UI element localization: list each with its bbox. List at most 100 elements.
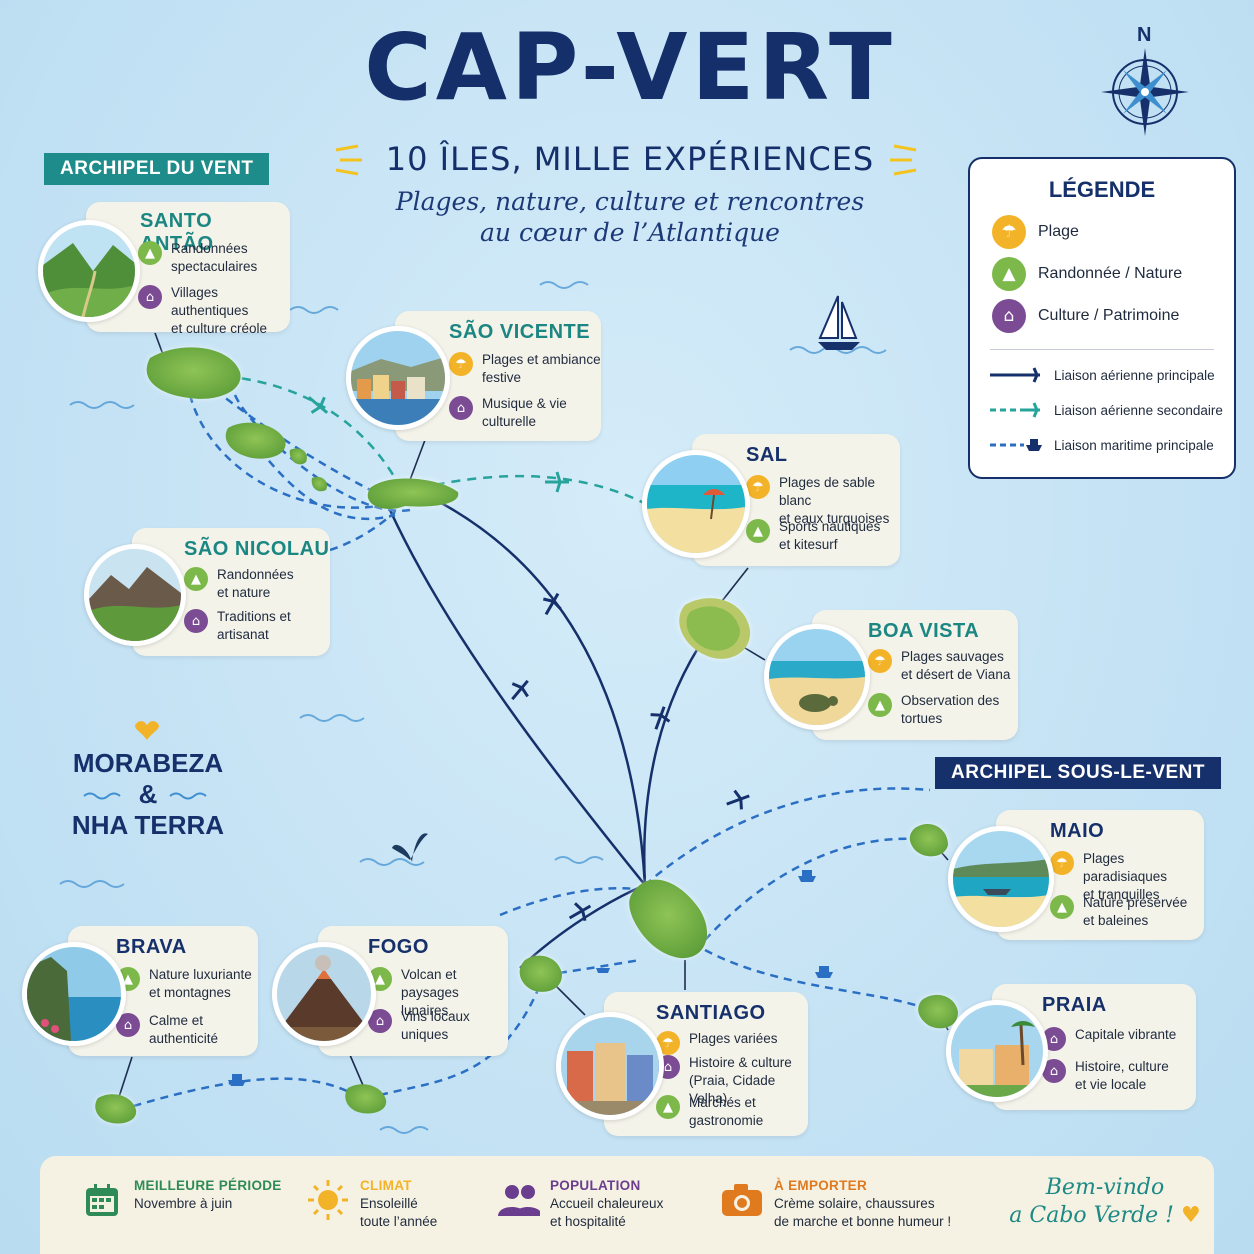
island-feature: ▲Nature luxuriante et montagnes	[116, 966, 252, 1002]
tagline-line: Plages, nature, culture et rencontres	[395, 187, 865, 216]
museum-icon: ⌂	[992, 299, 1026, 333]
umbrella-icon: ☂	[992, 215, 1026, 249]
footer-heading: POPULATION	[550, 1178, 641, 1193]
camera-icon	[720, 1178, 764, 1222]
museum-icon: ⌂	[449, 396, 473, 420]
footer-text: Novembre à juin	[134, 1196, 233, 1211]
umbrella-icon: ☂	[746, 475, 770, 499]
island-feature: ⌂Traditions et artisanat	[184, 608, 291, 644]
island-photo-boa-vista	[764, 624, 870, 730]
fogo-south-island	[345, 1084, 387, 1114]
footer-text: Ensoleillé toute l’année	[360, 1196, 438, 1229]
island-photo-sal	[642, 450, 750, 558]
page-title: CAP-VERT	[364, 14, 896, 121]
welcome-message: Bem-vindo a Cabo Verde ! ♥	[1000, 1174, 1210, 1230]
santa-luzia-island	[289, 448, 328, 492]
slogan-waves	[83, 792, 207, 800]
island-name: MAIO	[1050, 820, 1105, 842]
secondary-air-routes	[209, 373, 649, 507]
island-photo-maio	[948, 826, 1054, 932]
island-feature: ☂Plages de sable blanc et eaux turquoise…	[746, 474, 900, 528]
praia-island	[918, 994, 958, 1029]
sailboat-icon	[818, 295, 860, 350]
mountain-icon: ▲	[992, 257, 1026, 291]
footer-item-population: POPULATION Accueil chaleureux et hospita…	[496, 1178, 663, 1231]
sun-icon	[306, 1178, 350, 1222]
heart-icon	[135, 721, 159, 740]
museum-icon: ⌂	[138, 285, 162, 309]
island-feature: ▲Volcan et paysages lunaires	[368, 966, 508, 1020]
tagline-line: au cœur de l’Atlantique	[480, 218, 780, 248]
island-feature: ☂Plages et ambiance festive	[449, 351, 601, 387]
island-feature: ⌂Musique & vie culturelle	[449, 395, 567, 431]
legend-item-culture: ⌂ Culture / Patrimoine	[992, 299, 1179, 333]
slogan-line: &	[138, 779, 158, 809]
island-feature: ⌂Villages authentiques et culture créole	[138, 284, 290, 338]
mountain-icon: ▲	[656, 1095, 680, 1119]
legend-label: Liaison maritime principale	[1054, 437, 1214, 453]
island-feature: ⌂Capitale vibrante	[1042, 1026, 1176, 1051]
footer-info-bar: MEILLEURE PÉRIODE Novembre à juin CLIMAT…	[40, 1156, 1214, 1254]
footer-item-best-period: MEILLEURE PÉRIODE Novembre à juin	[80, 1178, 282, 1222]
island-feature: ▲Randonnées et nature	[184, 566, 294, 602]
legend-divider	[990, 349, 1214, 350]
footer-text: Crème solaire, chaussures de marche et b…	[774, 1196, 952, 1229]
island-photo-santo-antao	[38, 220, 140, 322]
whale-tail-icon	[392, 833, 428, 862]
legend-item-beach: ☂ Plage	[992, 215, 1079, 249]
brava-island	[95, 1094, 137, 1124]
island-name: BOA VISTA	[868, 620, 980, 642]
island-photo-praia	[946, 1000, 1048, 1102]
museum-icon: ⌂	[184, 609, 208, 633]
calendar-icon	[80, 1178, 124, 1222]
island-photo-fogo	[272, 942, 376, 1046]
island-feature: ▲Observation des tortues	[868, 692, 999, 728]
legend-route-sea: Liaison maritime principale	[990, 435, 1214, 455]
island-name: PRAIA	[1042, 994, 1107, 1016]
island-photo-sao-vicente	[346, 326, 450, 430]
santo-antao-island	[146, 347, 241, 399]
footer-text: Accueil chaleureux et hospitalité	[550, 1196, 664, 1229]
santiago-island	[629, 879, 708, 959]
welcome-line: Bem-vindo	[1045, 1175, 1165, 1200]
umbrella-icon: ☂	[868, 649, 892, 673]
footer-heading: À EMPORTER	[774, 1178, 868, 1193]
plane-icons	[307, 396, 750, 922]
island-feature: ☂Plages paradisiaques et tranquilles	[1050, 850, 1204, 904]
legend-item-hike: ▲ Randonnée / Nature	[992, 257, 1182, 291]
ferry-icon	[990, 439, 1042, 451]
legend-label: Culture / Patrimoine	[1038, 307, 1180, 324]
island-card-sao-nicolau: SÃO NICOLAU ▲Randonnées et nature ⌂Tradi…	[132, 528, 330, 656]
maio-island	[909, 824, 948, 857]
slogan-line: NHA TERRA	[71, 810, 225, 840]
island-name: SÃO VICENTE	[449, 321, 591, 343]
island-feature: ▲Nature préservée et baleines	[1050, 894, 1187, 930]
legend-title: LÉGENDE	[1048, 177, 1156, 202]
heart-icon: ♥	[1181, 1203, 1201, 1228]
island-name: SÃO NICOLAU	[184, 538, 330, 560]
sao-vicente-island	[225, 422, 286, 459]
island-feature: ⌂Vins locaux uniques	[368, 1008, 470, 1044]
subtitle-decoration	[335, 144, 917, 176]
archipelago-sotavento-ribbon: ARCHIPEL SOUS-LE-VENT	[935, 757, 1222, 789]
sea-routes	[119, 389, 931, 1112]
slogan-line: MORABEZA	[72, 748, 224, 778]
legend-label: Liaison aérienne secondaire	[1054, 402, 1223, 418]
island-feature: ▲Marchés et gastronomie	[656, 1094, 763, 1130]
island-feature: ⌂Histoire, culture et vie locale	[1042, 1058, 1169, 1094]
island-feature: ▲Sports nautiques et kitesurf	[746, 518, 880, 554]
island-name: SAL	[746, 444, 788, 466]
plane-icon	[990, 367, 1040, 383]
legend-label: Liaison aérienne principale	[1054, 367, 1215, 383]
mountain-icon: ▲	[184, 567, 208, 591]
archipelago-vent-ribbon: ARCHIPEL DU VENT	[44, 153, 270, 185]
island-feature: ☂Plages sauvages et désert de Viana	[868, 648, 1010, 684]
sao-nicolau-island	[367, 478, 459, 509]
island-feature: ⌂Calme et authenticité	[116, 1012, 258, 1048]
legend-label: Randonnée / Nature	[1038, 265, 1183, 282]
legend-panel: LÉGENDE ☂ Plage ▲ Randonnée / Nature ⌂ C…	[968, 157, 1236, 479]
page-subtitle: 10 ÎLES, MILLE EXPÉRIENCES	[385, 140, 875, 178]
footer-heading: CLIMAT	[360, 1178, 412, 1193]
